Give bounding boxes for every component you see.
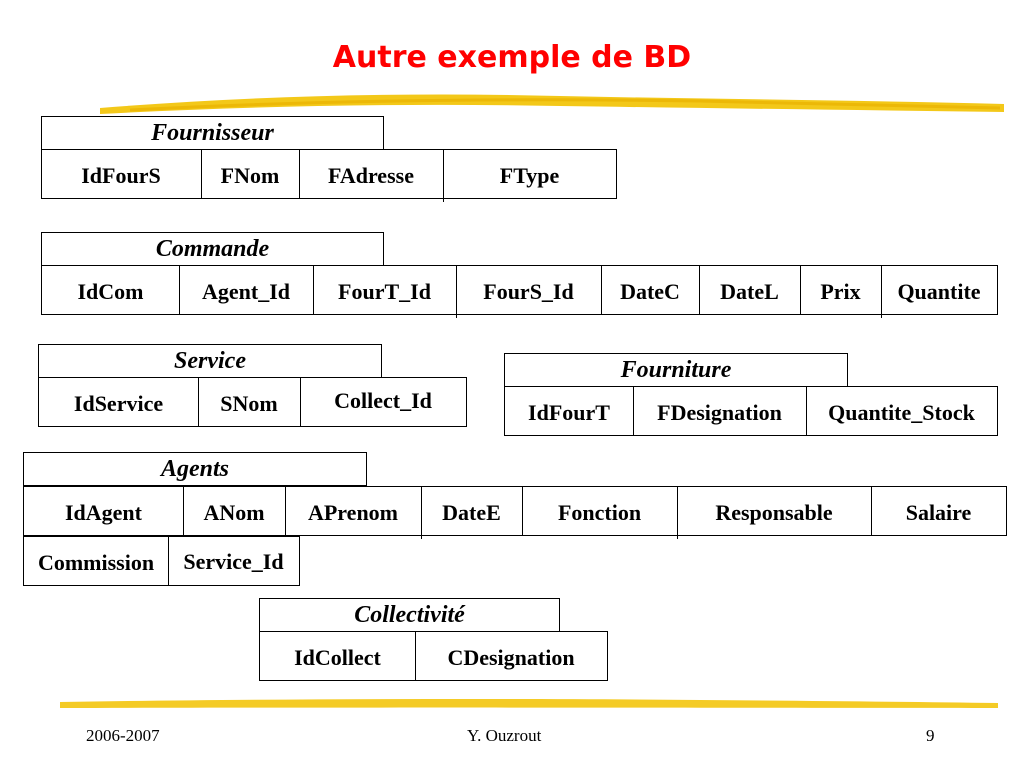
field-cell: IdService <box>73 391 164 416</box>
footer-date: 2006-2007 <box>86 726 160 745</box>
field-cell: ANom <box>203 500 265 525</box>
field-cell: DateL <box>720 279 779 304</box>
field-cell: FourS_Id <box>483 279 574 304</box>
field-cell: FType <box>499 163 560 188</box>
table-fields-agents-continued: Commission Service_Id <box>23 536 300 586</box>
footer-author: Y. Ouzrout <box>467 726 542 745</box>
field-cell: Responsable <box>715 500 833 525</box>
field-cell: Quantite_Stock <box>828 400 975 425</box>
field-cell: Collect_Id <box>334 388 432 413</box>
table-name-commande: Commande <box>41 232 384 266</box>
field-cell: FDesignation <box>657 400 782 425</box>
table-fields-collectivite: IdCollect CDesignation <box>259 631 608 681</box>
field-cell: Quantite <box>897 279 981 304</box>
table-fields-agents: IdAgent ANom APrenom DateE Fonction Resp… <box>23 486 1007 539</box>
field-cell: Prix <box>820 279 861 304</box>
field-cell: IdAgent <box>64 500 142 525</box>
field-cell: IdFourS <box>81 163 161 188</box>
slide-number: 9 <box>926 726 935 745</box>
field-cell: Salaire <box>905 500 972 525</box>
field-cell: Commission <box>37 550 155 575</box>
table-fields-fourniture: IdFourT FDesignation Quantite_Stock <box>504 386 998 436</box>
table-fields-commande: IdCom Agent_Id FourT_Id FourS_Id DateC D… <box>41 265 998 318</box>
field-cell: DateC <box>620 279 680 304</box>
field-cell: Agent_Id <box>201 279 290 304</box>
field-cell: IdFourT <box>528 400 610 425</box>
field-cell: FNom <box>220 163 280 188</box>
table-name-agents: Agents <box>23 452 367 486</box>
table-name-collectivite: Collectivité <box>259 598 560 632</box>
table-name-fourniture: Fourniture <box>504 353 848 387</box>
field-cell: IdCom <box>77 279 144 304</box>
field-cell: Service_Id <box>183 549 284 574</box>
field-cell: CDesignation <box>447 645 575 670</box>
table-fields-service: IdService SNom Collect_Id <box>38 377 467 427</box>
field-cell: FourT_Id <box>338 279 431 304</box>
field-cell: SNom <box>220 391 278 416</box>
field-cell: APrenom <box>307 500 399 525</box>
field-cell: DateE <box>442 500 501 525</box>
table-fields-fournisseur: IdFourS FNom FAdresse FType <box>41 149 617 202</box>
table-name-service: Service <box>38 344 382 378</box>
field-cell: Fonction <box>557 500 642 525</box>
table-name-fournisseur: Fournisseur <box>41 116 384 150</box>
field-cell: IdCollect <box>294 645 381 670</box>
field-cell: FAdresse <box>328 163 414 188</box>
slide-title: Autre exemple de BD <box>332 40 692 75</box>
